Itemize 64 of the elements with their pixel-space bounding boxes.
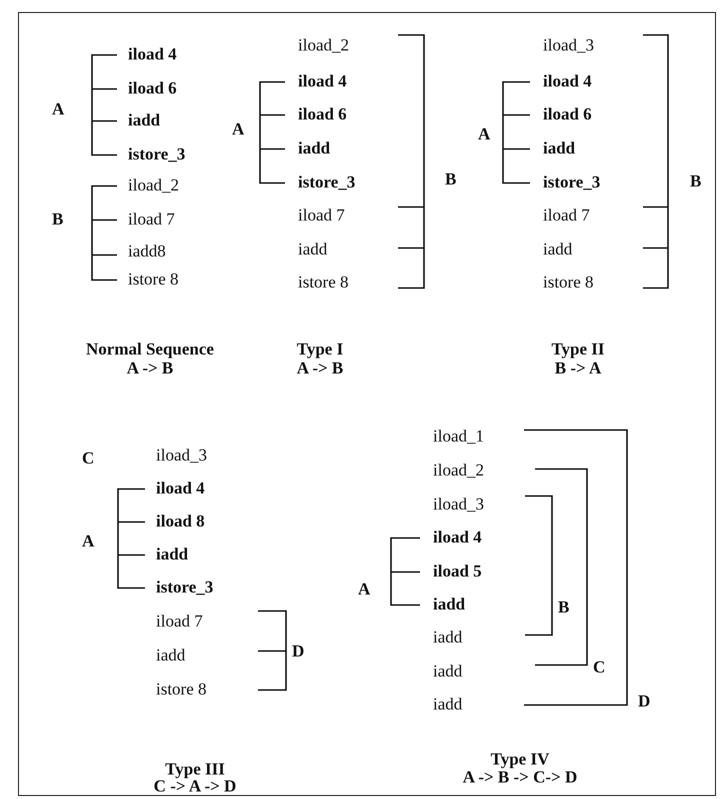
instruction-text: iload_2: [128, 176, 179, 196]
instruction-text: iload 7: [543, 206, 590, 226]
group-letter: D: [638, 692, 650, 712]
instruction-text: iload_3: [433, 496, 484, 514]
instruction-text: iload 7: [156, 612, 203, 632]
instruction-text: istore_3: [156, 578, 214, 598]
instruction-text: iload 7: [298, 206, 345, 226]
instruction-text: iadd: [156, 546, 188, 564]
instruction-text: istore_3: [128, 146, 186, 164]
instruction-text: istore 8: [543, 274, 594, 292]
instruction-text: istore 8: [156, 680, 207, 700]
instruction-text: iload 4: [298, 72, 347, 92]
instruction-text: iload_2: [298, 36, 349, 56]
group-letter: A: [52, 100, 64, 120]
instruction-text: iload 6: [298, 106, 347, 124]
group-letter: B: [52, 210, 64, 230]
instruction-text: iload 4: [543, 72, 592, 92]
group-letter: D: [292, 642, 304, 662]
instruction-text: iadd: [433, 628, 462, 648]
caption-text: Type II: [551, 340, 605, 360]
instruction-text: iload 4: [156, 480, 205, 498]
instruction-text: istore_3: [298, 174, 356, 192]
instruction-text: iadd: [298, 140, 330, 158]
instruction-text: iload 6: [543, 106, 592, 124]
instruction-text: iload 5: [433, 562, 482, 582]
instruction-text: iadd8: [128, 242, 166, 262]
caption-text: C -> A -> D: [154, 778, 236, 796]
instruction-text: iload_3: [543, 36, 594, 56]
group-letter: A: [232, 120, 244, 140]
instruction-text: istore 8: [128, 270, 179, 290]
caption-text: Type I: [296, 340, 344, 360]
group-letter: A: [82, 532, 94, 552]
group-letter: C: [593, 658, 606, 678]
instruction-text: istore_3: [543, 174, 600, 192]
instruction-text: iload 8: [156, 512, 205, 532]
instruction-text: iadd: [543, 140, 576, 158]
instruction-text: iadd: [128, 112, 160, 130]
instruction-text: iadd: [433, 596, 466, 614]
caption-text: B -> A: [554, 360, 602, 378]
caption-text: A -> B: [296, 360, 344, 378]
instruction-text: iadd: [433, 696, 462, 714]
instruction-text: iload 4: [128, 46, 177, 64]
caption-text: Type IV: [490, 750, 550, 770]
instruction-text: iload_3: [156, 446, 207, 466]
caption-text: Type III: [165, 760, 225, 780]
group-letter: B: [445, 170, 456, 190]
instruction-text: iload 4: [433, 528, 482, 548]
group-letter: A: [478, 126, 490, 144]
instruction-text: iload 6: [128, 80, 177, 98]
caption-text: A -> B -> C-> D: [462, 768, 578, 788]
group-letter: B: [558, 598, 570, 618]
instruction-text: iadd: [543, 240, 572, 260]
group-letter: A: [358, 580, 370, 600]
group-letter: B: [690, 172, 702, 192]
instruction-text: iload 7: [128, 210, 175, 230]
instruction-text: iadd: [298, 240, 328, 260]
caption-text: Normal Sequence: [86, 340, 214, 360]
group-letter: C: [82, 450, 94, 468]
instruction-text: iload_1: [433, 428, 484, 446]
instruction-text: iload_2: [433, 462, 484, 480]
instruction-text: istore 8: [298, 274, 349, 292]
instruction-text: iadd: [433, 662, 462, 682]
caption-text: A -> B: [126, 360, 174, 378]
instruction-text: iadd: [156, 646, 186, 666]
